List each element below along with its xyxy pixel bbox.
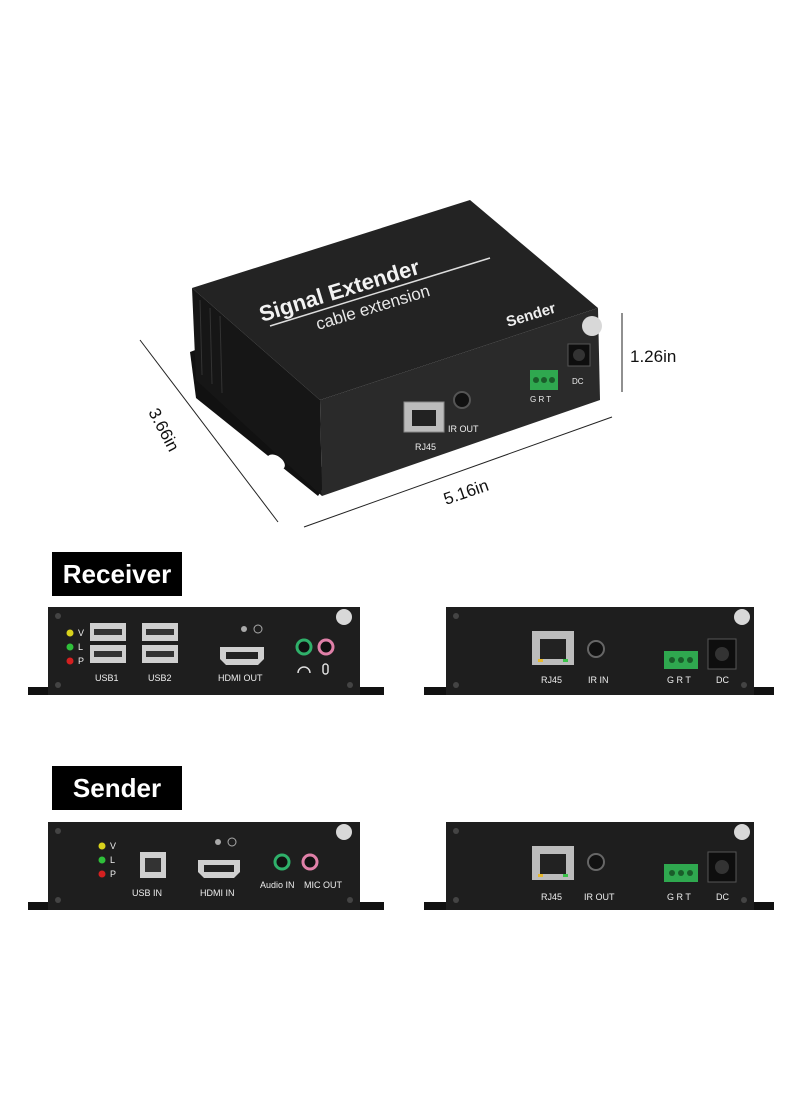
led-v — [98, 842, 106, 850]
led-l — [98, 856, 106, 864]
usb1-label: USB1 — [95, 673, 119, 683]
terminal-label-3d: G R T — [530, 395, 551, 404]
headphone-jack — [295, 638, 313, 656]
flange-slot-2 — [267, 454, 285, 470]
grt-label: G R T — [667, 675, 691, 685]
rj45-label-3d: RJ45 — [415, 442, 436, 452]
audio-in-label: Audio IN — [260, 880, 295, 890]
led-l-label: L — [78, 642, 83, 652]
depth-dimension-line — [139, 339, 279, 523]
ir-in-jack — [587, 640, 605, 658]
hdmi-out-label: HDMI OUT — [218, 673, 263, 683]
led-v-label: V — [110, 841, 116, 851]
led-l — [66, 643, 74, 651]
mic-out-jack — [301, 853, 319, 871]
rj45-label: RJ45 — [541, 675, 562, 685]
mic-out-label: MIC OUT — [304, 880, 342, 890]
usb2-port — [142, 623, 178, 663]
sender-back-panel: RJ45 IR OUT G R T DC — [424, 822, 774, 910]
usb1-port — [90, 623, 126, 663]
sender-title: Sender — [52, 766, 182, 810]
height-label: 1.26in — [630, 347, 676, 366]
mic-icon — [322, 663, 329, 675]
grt-label: G R T — [667, 892, 691, 902]
dc-label-3d: DC — [572, 377, 584, 386]
width-dimension-line — [303, 416, 613, 528]
usb2-label: USB2 — [148, 673, 172, 683]
ir-out-jack-3d — [453, 391, 471, 409]
led-v — [66, 629, 74, 637]
led-v-label: V — [78, 628, 84, 638]
sender-front-panel: V L P USB IN HDMI IN Audio IN MIC OUT — [28, 822, 384, 910]
ir-out-label: IR OUT — [584, 892, 615, 902]
ir-in-label: IR IN — [588, 675, 609, 685]
width-label: 5.16in — [441, 476, 491, 509]
product-3d-illustration: Signal Extender cable extension Sender R… — [139, 200, 676, 528]
led-l-label: L — [110, 855, 115, 865]
headphone-icon — [297, 666, 311, 674]
case-side — [192, 288, 322, 496]
led-p-label: P — [110, 869, 116, 879]
receiver-front-panel: V L P USB1 USB2 HDMI OUT — [28, 607, 384, 695]
led-p — [66, 657, 74, 665]
rj45-label: RJ45 — [541, 892, 562, 902]
dc-label: DC — [716, 892, 729, 902]
ir-out-label-3d: IR OUT — [448, 424, 479, 434]
mic-jack — [317, 638, 335, 656]
depth-label: 3.66in — [144, 405, 183, 455]
ir-out-jack — [587, 853, 605, 871]
usb-in-label: USB IN — [132, 888, 162, 898]
receiver-title: Receiver — [52, 552, 182, 596]
receiver-back-panel: RJ45 IR IN G R T DC — [424, 607, 774, 695]
led-p-label: P — [78, 656, 84, 666]
case-top — [192, 200, 598, 400]
hdmi-in-label: HDMI IN — [200, 888, 235, 898]
led-p — [98, 870, 106, 878]
dc-label: DC — [716, 675, 729, 685]
audio-in-jack — [273, 853, 291, 871]
